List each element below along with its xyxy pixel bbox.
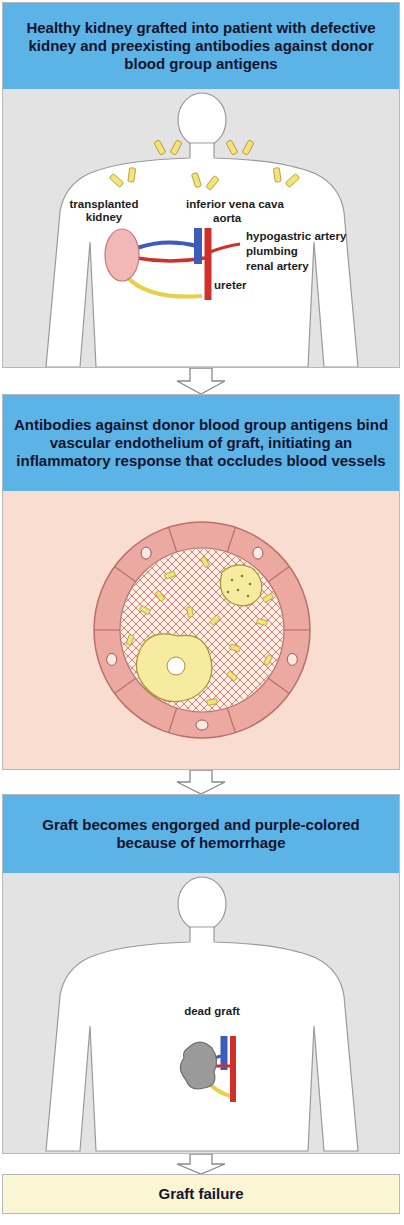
part-label: inferior vena cava (186, 198, 284, 211)
body-silhouette (46, 93, 358, 367)
dead-graft-drawing (180, 1036, 233, 1102)
part-label: ureter (214, 279, 247, 292)
vessel-cross-section (94, 522, 310, 738)
panel-ground (2, 490, 400, 770)
part-label: hypogastric artery (246, 230, 346, 243)
part-label: aorta (213, 212, 241, 225)
flow-arrow (177, 368, 225, 394)
part-label: plumbing (246, 245, 298, 258)
body-silhouette (46, 877, 358, 1151)
antibody-symbols (108, 140, 300, 192)
panel-ground (2, 872, 400, 1154)
stage-panel: Antibodies against donor blood group ant… (2, 394, 400, 770)
stage-heading: Healthy kidney grafted into patient with… (13, 19, 389, 73)
stage-heading: Antibodies against donor blood group ant… (13, 416, 389, 470)
flow-arrow (177, 1154, 225, 1174)
stage-heading: Graft becomes engorged and purple-colore… (13, 816, 389, 852)
stage-panel: Graft becomes engorged and purple-colore… (2, 794, 400, 1154)
outcome-text: Graft failure (158, 1185, 243, 1203)
header-band: Healthy kidney grafted into patient with… (3, 3, 399, 89)
stage-panel: Healthy kidney grafted into patient with… (2, 2, 400, 368)
panel-ground (2, 88, 400, 368)
header-band: Graft becomes engorged and purple-colore… (3, 795, 399, 873)
part-label: dead graft (180, 1005, 244, 1018)
header-band: Antibodies against donor blood group ant… (3, 395, 399, 491)
part-label: transplanted kidney (64, 198, 144, 224)
flow-arrow (177, 770, 225, 794)
part-label: renal artery (246, 260, 309, 273)
outcome-box: Graft failure (2, 1174, 400, 1214)
